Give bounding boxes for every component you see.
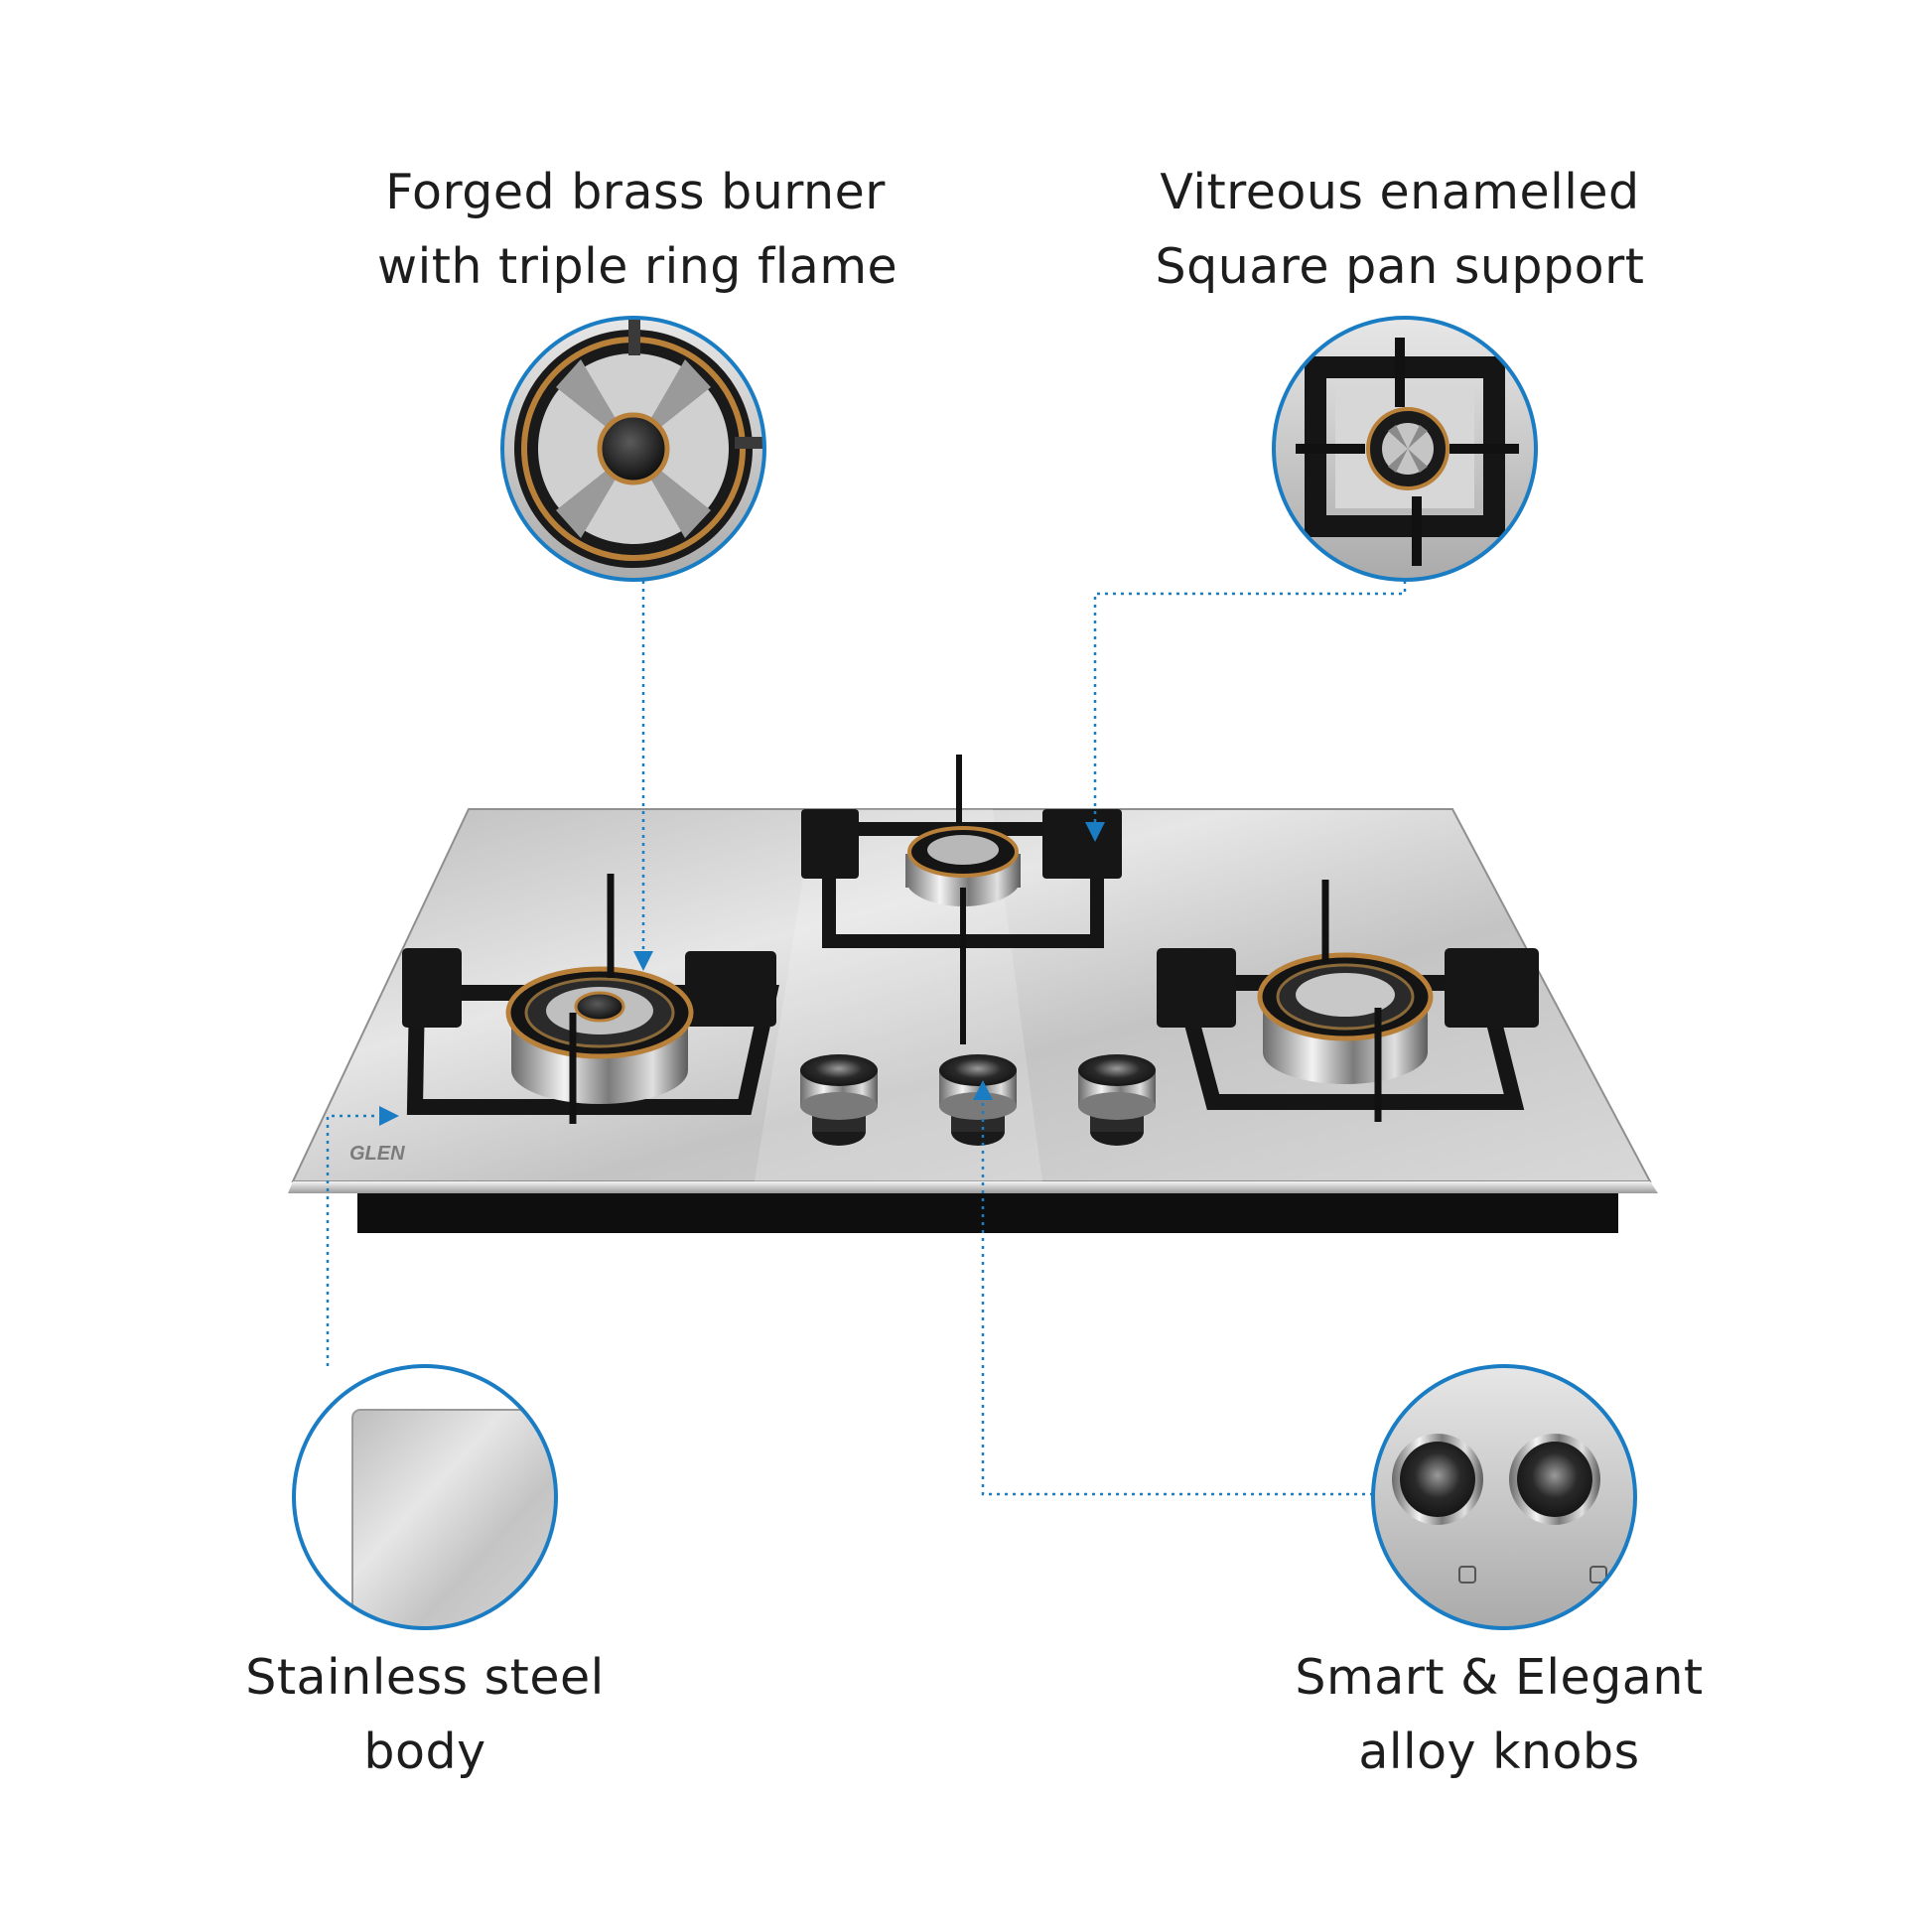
brand-logo: GLEN bbox=[349, 1143, 405, 1165]
control-knobs bbox=[800, 1054, 1156, 1146]
feature-caption-brass-burner: Forged brass burner with triple ring fla… bbox=[377, 155, 898, 304]
leader-line-pan bbox=[1085, 581, 1407, 842]
hob-front-edge bbox=[288, 1181, 1658, 1193]
caption-line: Vitreous enamelled bbox=[1160, 164, 1640, 220]
caption-line: alloy knobs bbox=[1358, 1724, 1640, 1780]
burner-right bbox=[1157, 880, 1539, 1122]
callout-ring bbox=[292, 1364, 558, 1630]
gas-hob: GLEN bbox=[288, 755, 1658, 1233]
callout-stainless-body bbox=[292, 1364, 558, 1630]
callout-ring bbox=[500, 316, 766, 582]
hob-underside bbox=[357, 1187, 1618, 1233]
caption-line: Forged brass burner bbox=[385, 164, 886, 220]
pan-support-frame bbox=[822, 822, 1104, 948]
callout-ring bbox=[1272, 316, 1538, 582]
callout-ring bbox=[1371, 1364, 1637, 1630]
callout-pan-support bbox=[1272, 316, 1538, 582]
pan-support-corner bbox=[1445, 948, 1539, 1028]
caption-line: with triple ring flame bbox=[377, 238, 898, 295]
burner-rear bbox=[801, 755, 1122, 1044]
knob[interactable] bbox=[1078, 1054, 1156, 1146]
leader-line-knobs bbox=[973, 1080, 1373, 1496]
feature-caption-stainless-body: Stainless steel body bbox=[226, 1640, 623, 1789]
pan-support-corner bbox=[801, 809, 859, 879]
callout-alloy-knobs bbox=[1371, 1364, 1637, 1630]
pan-support-corner bbox=[1157, 948, 1236, 1028]
pan-support-corner bbox=[402, 948, 462, 1028]
pan-support-corner bbox=[685, 951, 776, 1027]
pan-support-corner bbox=[1042, 809, 1122, 879]
leader-lines bbox=[326, 581, 1407, 1496]
feature-caption-pan-support: Vitreous enamelled Square pan support bbox=[1142, 155, 1658, 304]
caption-line: Smart & Elegant bbox=[1295, 1649, 1704, 1706]
burner-left bbox=[402, 874, 779, 1124]
feature-caption-alloy-knobs: Smart & Elegant alloy knobs bbox=[1271, 1640, 1727, 1789]
caption-line: Stainless steel bbox=[245, 1649, 605, 1706]
caption-line: body bbox=[363, 1724, 486, 1780]
callout-brass-burner bbox=[500, 316, 766, 582]
knob[interactable] bbox=[800, 1054, 878, 1146]
caption-line: Square pan support bbox=[1155, 238, 1645, 295]
